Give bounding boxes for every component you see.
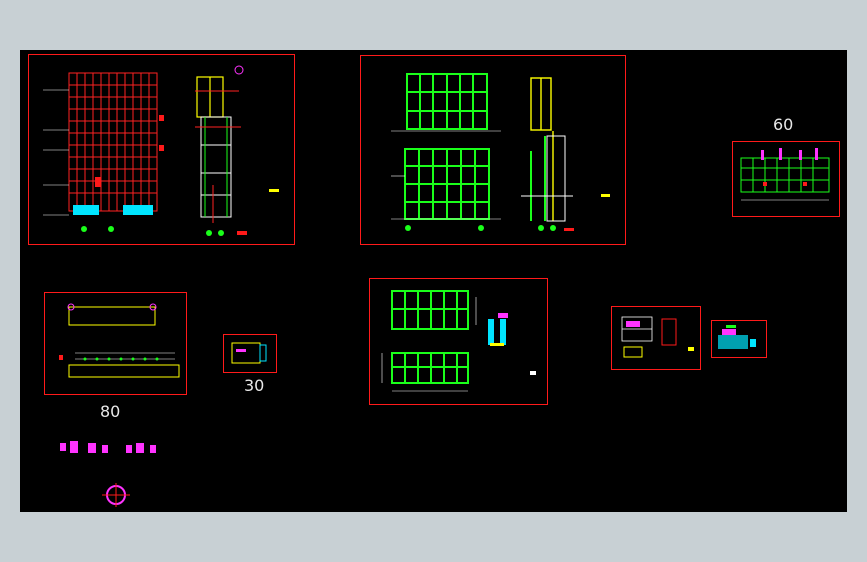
sheet-scale-80[interactable] — [44, 292, 187, 395]
plan-80-drawing — [59, 303, 180, 378]
detail-b-drawing — [718, 325, 756, 349]
elevation-drawing — [43, 65, 279, 236]
sheet-elevation-green[interactable] — [360, 55, 626, 245]
sheet-detail-b[interactable] — [711, 320, 767, 358]
sheet-scale-60[interactable] — [732, 141, 840, 217]
sheet-detail-a[interactable] — [611, 306, 701, 370]
detail-30-drawing — [231, 342, 267, 364]
cad-drawing-canvas[interactable]: 60 80 — [20, 50, 847, 512]
scale-label-30: 30 — [244, 376, 265, 395]
scale-label-60: 60 — [773, 115, 794, 134]
sheet-scale-30[interactable] — [223, 334, 277, 373]
loose-annotation-blocks — [60, 441, 156, 507]
scale-label-80: 80 — [100, 402, 121, 421]
detail-a-drawing — [621, 316, 694, 358]
sheet-plan-green[interactable] — [369, 278, 548, 405]
green-plan-drawing — [381, 290, 536, 392]
sheet-elevation-left[interactable] — [28, 54, 295, 245]
plan-60-drawing — [740, 148, 830, 201]
green-frame-drawing — [391, 73, 610, 231]
